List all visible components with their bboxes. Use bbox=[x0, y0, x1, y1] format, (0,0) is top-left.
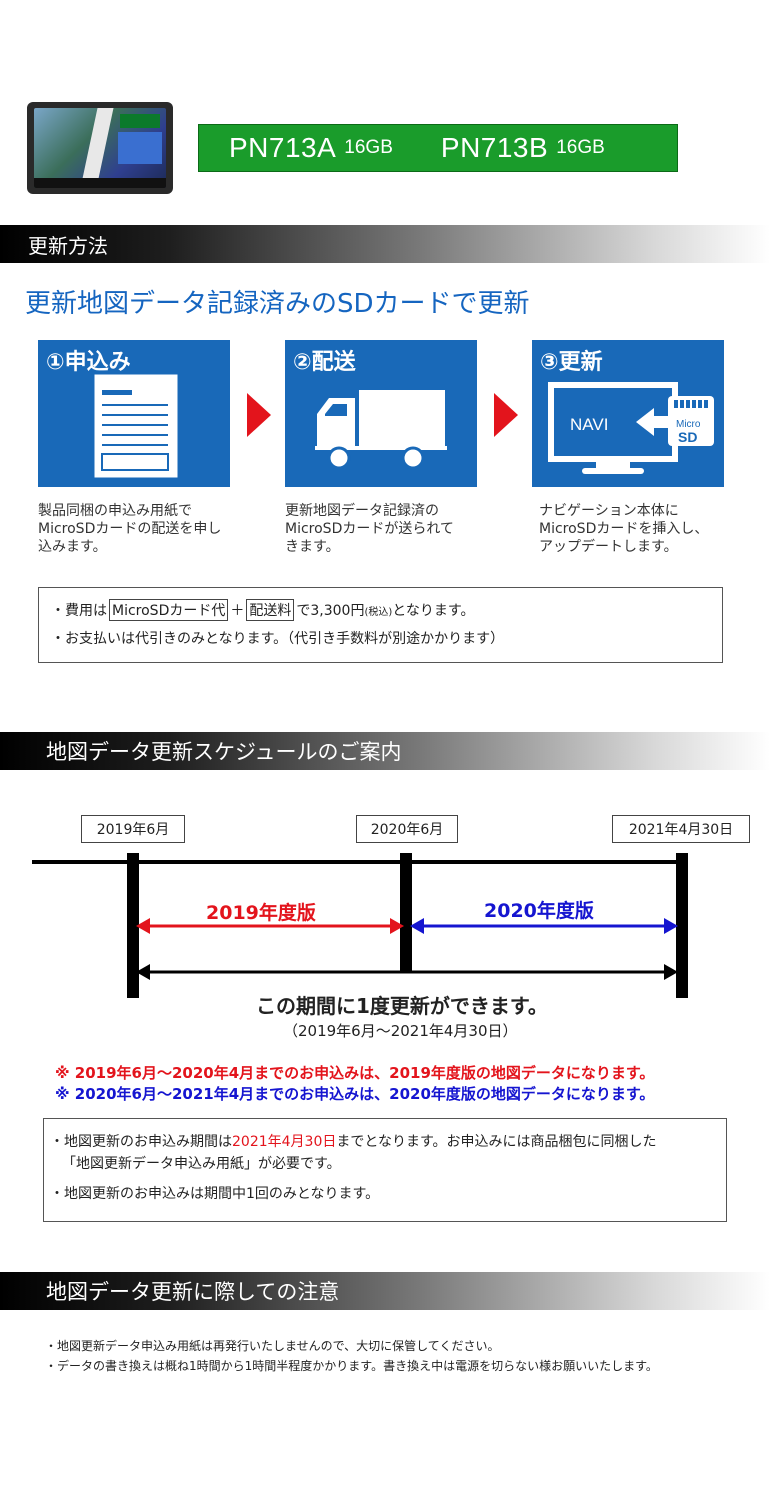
step-arrow-icon bbox=[247, 393, 271, 437]
full-period-arrow bbox=[136, 964, 678, 980]
note-2019-version: ※ 2019年6月〜2020年4月までのお申込みは、2019年度版の地図データに… bbox=[55, 1064, 655, 1082]
step-apply-panel: ①申込み bbox=[38, 340, 230, 487]
desc-line: 製品同梱の申込み用紙で bbox=[38, 503, 192, 519]
period-2019-arrow bbox=[136, 918, 404, 934]
desc-line: MicroSDカードの配送を申し bbox=[38, 521, 222, 537]
step-apply-description: 製品同梱の申込み用紙で MicroSDカードの配送を申し 込みます。 bbox=[38, 502, 238, 556]
timeline-marker-2019-06 bbox=[127, 853, 139, 998]
caution-note: ・地図更新データ申込み用紙は再発行いたしませんので、大切に保管してください。 bbox=[45, 1339, 500, 1353]
desc-line: 込みます。 bbox=[38, 539, 107, 555]
fee-suffix: となります。 bbox=[392, 603, 475, 619]
model-a-name: PN713A bbox=[229, 132, 337, 163]
fee-item-shipping: 配送料 bbox=[246, 599, 295, 621]
desc-line: きます。 bbox=[285, 539, 340, 555]
section-schedule-bar: 地図データ更新スケジュールのご案内 bbox=[0, 732, 770, 770]
application-period-line: ・地図更新のお申込み期間は2021年4月30日までとなります。お申込みには商品梱… bbox=[50, 1131, 726, 1153]
step-title: ①申込み bbox=[46, 350, 131, 375]
model-banner: PN713A 16GB PN713B 16GB bbox=[198, 124, 678, 172]
model-b-capacity: 16GB bbox=[556, 137, 605, 158]
once-only-line: ・地図更新のお申込みは期間中1回のみとなります。 bbox=[50, 1186, 380, 1202]
payment-row: ・お支払いは代引きのみとなります。（代引き手数料が別途かかります） bbox=[51, 631, 505, 647]
application-info-box: ・地図更新のお申込み期間は2021年4月30日までとなります。お申込みには商品梱… bbox=[43, 1118, 727, 1222]
section-title: 地図データ更新スケジュールのご案内 bbox=[46, 740, 402, 764]
application-form-icon bbox=[94, 374, 178, 478]
model-a-capacity: 16GB bbox=[344, 137, 393, 158]
date-box-2021-04-30: 2021年4月30日 bbox=[612, 815, 750, 843]
navi-sd-insert-icon bbox=[548, 382, 714, 474]
fee-amount: で3,300円 bbox=[296, 603, 365, 619]
step-update-description: ナビゲーション本体に MicroSDカードを挿入し、 アップデートします。 bbox=[539, 502, 739, 556]
once-update-text: この期間に1度更新ができます。 bbox=[256, 994, 548, 1018]
fee-info-box: ・費用は MicroSDカード代 ＋ 配送料 で3,300円 (税込) となりま… bbox=[38, 587, 723, 663]
step-delivery-panel: ②配送 bbox=[285, 340, 477, 487]
note-2020-version: ※ 2020年6月〜2021年4月までのお申込みは、2020年度版の地図データに… bbox=[55, 1085, 655, 1103]
period-2020-arrow bbox=[410, 918, 678, 934]
update-headline: 更新地図データ記録済みのSDカードで更新 bbox=[25, 289, 530, 319]
date-box-2019-06: 2019年6月 bbox=[81, 815, 185, 843]
period-suffix: までとなります。お申込みには商品梱包に同梱した bbox=[336, 1134, 657, 1150]
deadline-date: 2021年4月30日 bbox=[232, 1134, 337, 1150]
step-arrow-icon bbox=[494, 393, 518, 437]
fee-tax-note: (税込) bbox=[364, 606, 393, 618]
navigation-device-image bbox=[27, 102, 173, 194]
caution-note: ・データの書き換えは概ね1時間から1時間半程度かかります。書き換え中は電源を切ら… bbox=[45, 1359, 658, 1373]
section-update-method-bar: 更新方法 bbox=[0, 225, 770, 263]
date-box-2020-06: 2020年6月 bbox=[356, 815, 458, 843]
step-delivery-description: 更新地図データ記録済の MicroSDカードが送られて きます。 bbox=[285, 502, 485, 556]
period-2020-label: 2020年度版 bbox=[484, 900, 594, 922]
section-caution-bar: 地図データ更新に際しての注意 bbox=[0, 1272, 770, 1310]
timeline-axis bbox=[32, 860, 686, 864]
form-required-line: 「地図更新データ申込み用紙」が必要です。 bbox=[62, 1156, 341, 1172]
model-b-name: PN713B bbox=[440, 132, 549, 163]
timeline-marker-2020-06 bbox=[400, 853, 412, 973]
step-title: ③更新 bbox=[540, 350, 603, 375]
sd-label-bottom: SD bbox=[678, 429, 698, 445]
desc-line: 更新地図データ記録済の bbox=[285, 503, 439, 519]
step-title: ②配送 bbox=[293, 350, 356, 375]
timeline-marker-2021-04-30 bbox=[676, 853, 688, 998]
desc-line: MicroSDカードを挿入し、 bbox=[539, 521, 709, 537]
desc-line: MicroSDカードが送られて bbox=[285, 521, 454, 537]
fee-plus: ＋ bbox=[230, 603, 245, 619]
fee-row: ・費用は MicroSDカード代 ＋ 配送料 で3,300円 (税込) となりま… bbox=[51, 596, 722, 624]
period-prefix: ・地図更新のお申込み期間は bbox=[50, 1134, 232, 1150]
fee-prefix: ・費用は bbox=[51, 603, 107, 619]
period-range-text: （2019年6月〜2021年4月30日） bbox=[283, 1022, 518, 1040]
delivery-truck-icon bbox=[315, 390, 447, 470]
sd-label-top: Micro bbox=[676, 419, 701, 430]
desc-line: ナビゲーション本体に bbox=[539, 503, 679, 519]
desc-line: アップデートします。 bbox=[539, 539, 678, 555]
section-title: 地図データ更新に際しての注意 bbox=[46, 1280, 340, 1304]
navi-label: NAVI bbox=[570, 415, 609, 434]
section-title: 更新方法 bbox=[28, 233, 108, 258]
period-2019-label: 2019年度版 bbox=[206, 902, 316, 924]
fee-item-sd-card: MicroSDカード代 bbox=[109, 599, 229, 621]
step-update-panel: ③更新 NAVI Micro SD bbox=[532, 340, 724, 487]
